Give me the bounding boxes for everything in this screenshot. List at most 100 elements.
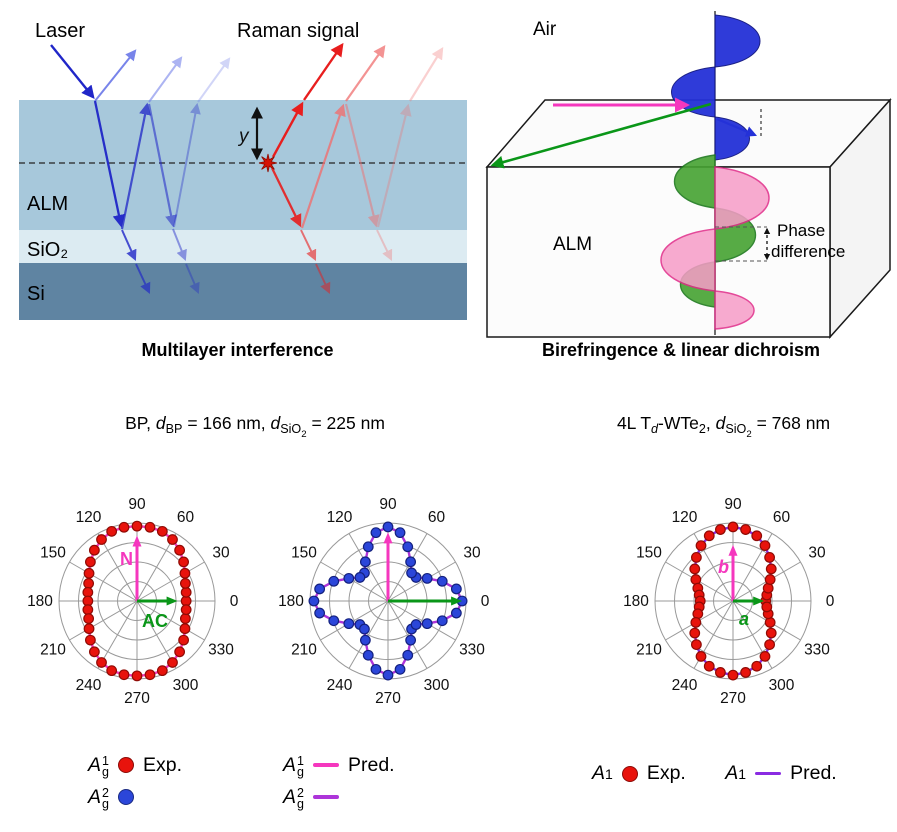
- angle-tick-label: 60: [428, 509, 446, 526]
- pink-wave-component: [660, 166, 770, 330]
- data-point: [689, 627, 701, 639]
- data-point: [436, 615, 448, 627]
- data-point: [359, 556, 371, 568]
- data-point: [406, 567, 417, 579]
- data-point: [421, 572, 433, 584]
- polar-grid-spoke: [136, 600, 205, 641]
- angle-tick-label: 150: [291, 545, 317, 562]
- data-point: [144, 669, 156, 681]
- data-point: [394, 527, 406, 539]
- data-point: [314, 583, 326, 595]
- angle-tick-label: 120: [672, 509, 698, 526]
- data-point: [394, 663, 406, 675]
- data-point: [174, 646, 186, 658]
- si-layer: [19, 263, 467, 320]
- axis-arrowhead: [383, 532, 393, 544]
- angle-tick-label: 0: [481, 593, 490, 610]
- data-point: [362, 649, 374, 661]
- data-point: [314, 607, 326, 619]
- data-point: [343, 618, 355, 630]
- polar-grid-spoke: [348, 600, 389, 669]
- pred-line-purple-wte2: [755, 771, 782, 776]
- angle-tick-label: 30: [212, 545, 230, 562]
- data-point: [751, 660, 763, 672]
- axis-arrow-label: N: [120, 549, 133, 569]
- angle-tick-label: 60: [773, 509, 791, 526]
- data-point: [88, 646, 100, 658]
- axis-arrowhead: [166, 596, 178, 606]
- data-point: [761, 601, 773, 613]
- data-point: [690, 617, 702, 628]
- data-point: [359, 634, 371, 646]
- data-point: [96, 534, 107, 545]
- angle-tick-label: 270: [124, 690, 150, 707]
- angle-tick-label: 240: [327, 677, 353, 694]
- axis-arrow-label: AC: [142, 611, 168, 631]
- data-point: [727, 669, 739, 681]
- data-point: [370, 663, 382, 675]
- data-point: [88, 544, 100, 556]
- exp-caption-wte2: Exp.: [646, 762, 686, 784]
- data-point: [765, 563, 777, 575]
- angle-tick-label: 90: [379, 496, 397, 513]
- angle-tick-label: 120: [76, 509, 102, 526]
- angle-tick-label: 90: [724, 496, 742, 513]
- title-bp: BP, dBP = 166 nm, dSiO2 = 225 nm: [125, 413, 385, 441]
- data-point: [362, 541, 374, 553]
- data-point: [180, 586, 192, 598]
- data-point: [179, 613, 191, 625]
- data-point: [715, 667, 726, 678]
- data-point: [83, 567, 95, 579]
- data-point: [178, 634, 190, 646]
- raman-signal-arrows: [270, 42, 444, 294]
- angle-tick-label: 30: [808, 545, 826, 562]
- sio2-layer-label: SiO₂: [27, 239, 68, 261]
- data-point: [740, 524, 751, 535]
- polar-grid-spoke: [136, 561, 205, 602]
- data-point: [106, 525, 118, 537]
- angle-tick-label: 0: [826, 593, 835, 610]
- y-label: y: [237, 126, 250, 147]
- data-point: [690, 574, 702, 585]
- sio2-layer: [19, 230, 467, 263]
- data-point: [370, 527, 382, 539]
- exp-dot-red-wte2: [621, 765, 638, 782]
- data-point: [436, 575, 448, 587]
- alm-layer-label: ALM: [27, 193, 68, 215]
- data-point: [689, 563, 701, 575]
- data-point: [131, 520, 143, 532]
- data-point: [751, 530, 763, 542]
- data-point: [118, 669, 130, 681]
- exp-dot-red: [117, 757, 134, 773]
- polar-grid-spoke: [136, 533, 177, 602]
- phase-label-line2: difference: [771, 242, 845, 261]
- polar-grid-spoke: [387, 561, 456, 602]
- data-point: [156, 665, 168, 677]
- data-point: [762, 582, 774, 594]
- pred-line-purple: [312, 795, 339, 799]
- axis-arrowhead: [728, 544, 738, 556]
- data-point: [118, 521, 130, 533]
- data-point: [421, 618, 433, 630]
- pred-caption-wte2: Pred.: [790, 762, 837, 784]
- data-point: [382, 669, 394, 681]
- data-point: [382, 521, 394, 533]
- angle-tick-label: 240: [672, 677, 698, 694]
- data-point: [402, 649, 414, 661]
- angle-tick-label: 330: [804, 642, 830, 659]
- phase-label-line1: Phase: [777, 221, 825, 240]
- axis-arrowhead: [451, 596, 463, 606]
- data-point: [359, 623, 370, 635]
